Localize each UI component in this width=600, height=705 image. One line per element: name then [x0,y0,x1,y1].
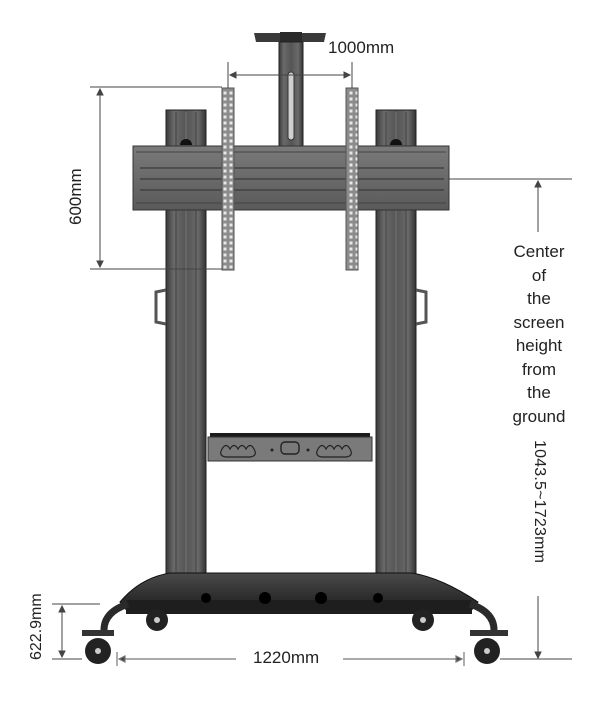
dimension-622mm-lines [52,603,100,660]
caster-rear-right [412,609,434,631]
center-height-word: Center [513,242,565,261]
caster-front-left [82,630,114,664]
center-height-word: ground [512,406,566,426]
base-height-label: 622.9mm [28,593,45,660]
camera-shelf [254,32,326,148]
caster-front-right [470,630,508,664]
base-width-label: 1220mm [253,648,320,667]
vesa-arm-left [221,87,235,271]
av-tray [207,433,373,462]
center-height-word: from [522,359,556,379]
center-height-word: the [527,383,551,402]
dimension-600mm-lines [90,86,222,270]
dimension-1000mm-lines [227,62,353,88]
vesa-arm-right [345,87,359,271]
center-height-description: Center of the screen height from the gro… [500,240,578,428]
dimension-1220mm-lines [116,652,465,666]
vesa-width-label: 1000mm [328,38,395,57]
mounting-crossbar [132,145,450,211]
caster-rear-left [146,609,168,631]
center-height-word: the [527,289,551,308]
center-height-range-label: 1043.5~1723mm [531,440,548,564]
right-handle [415,288,428,326]
base-frame [100,572,498,631]
left-handle [154,288,167,326]
center-height-word: height [515,336,563,355]
center-height-word: screen [513,312,565,332]
dimension-center-height-lines [449,178,572,660]
vesa-height-label: 600mm [66,168,85,225]
center-height-word: of [531,265,547,285]
